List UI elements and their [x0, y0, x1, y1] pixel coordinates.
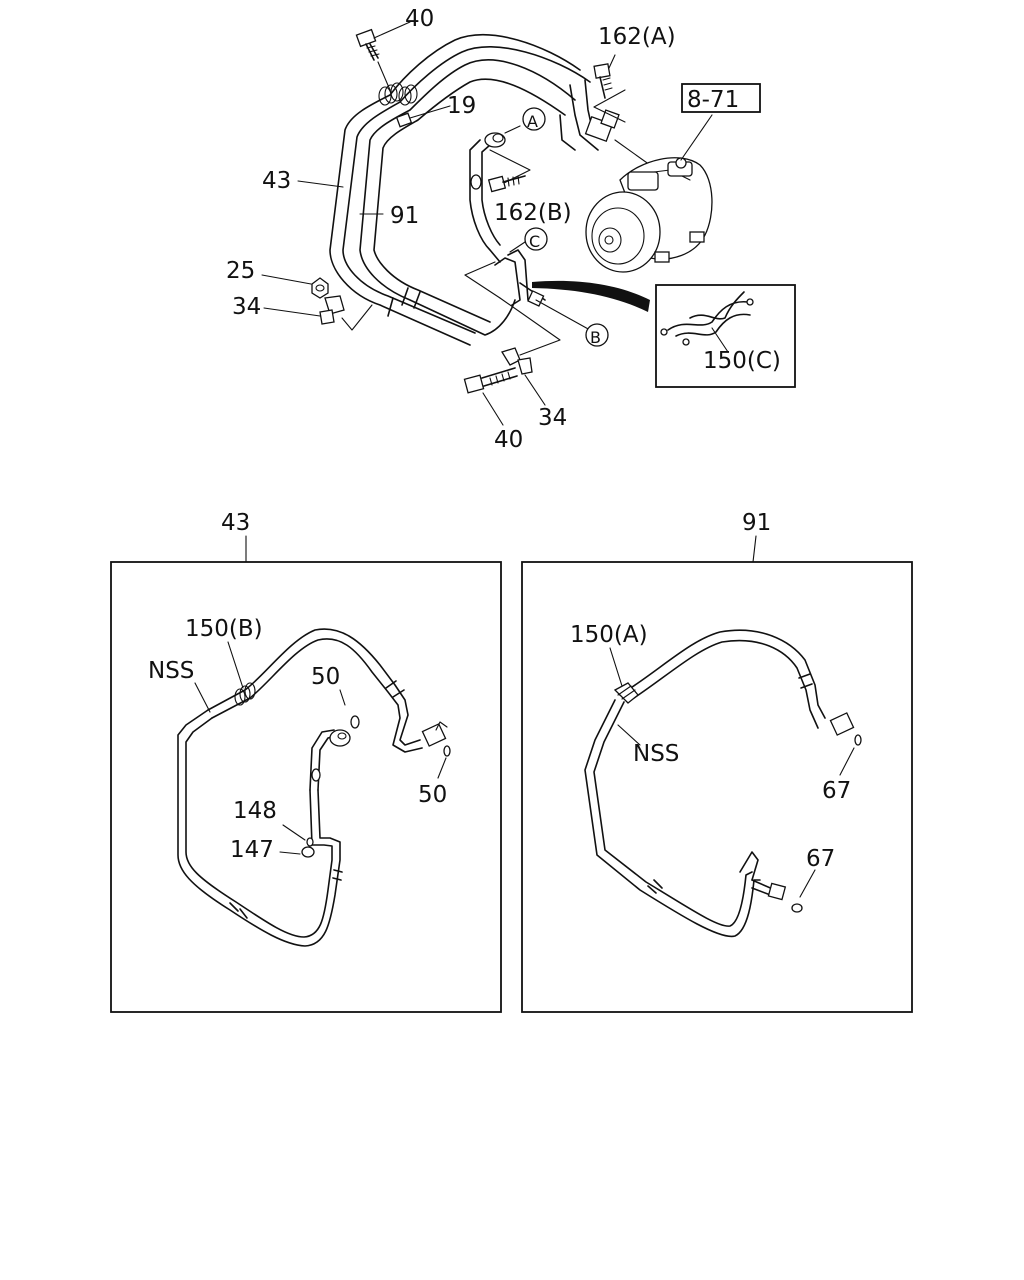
callout-67-top: 67 — [822, 778, 851, 804]
callout-162b: 162(B) — [494, 200, 572, 226]
callout-34-bottom: 34 — [538, 405, 567, 431]
nut-19 — [395, 105, 451, 128]
callout-19: 19 — [447, 93, 476, 119]
callout-148: 148 — [233, 798, 277, 824]
callout-25: 25 — [226, 258, 255, 284]
hose-43-line — [329, 34, 581, 346]
bolt-40-bottom — [463, 367, 518, 426]
marker-c — [509, 227, 548, 253]
callout-162a: 162(A) — [598, 24, 676, 50]
callout-34-left: 34 — [232, 294, 261, 320]
callout-50-right: 50 — [418, 782, 447, 808]
callout-91: 91 — [390, 203, 419, 229]
marker-a — [522, 107, 546, 131]
callout-50-top: 50 — [311, 664, 340, 690]
callout-nss-left: NSS — [148, 658, 194, 684]
callout-nss-right: NSS — [633, 741, 679, 767]
panel-43 — [110, 535, 502, 1013]
callout-40-bottom: 40 — [494, 427, 523, 453]
bolt-162a — [593, 54, 616, 99]
marker-b — [585, 323, 609, 347]
panel-91 — [521, 535, 913, 1013]
callout-150a: 150(A) — [570, 622, 648, 648]
marker-a-label: A — [527, 112, 538, 131]
callout-67-bottom: 67 — [806, 846, 835, 872]
inset-box-150c — [655, 284, 796, 388]
nut-25 — [261, 274, 329, 299]
hose-coil-connector — [378, 82, 418, 106]
marker-c-label: C — [529, 232, 540, 251]
clamp-c-assembly — [464, 249, 591, 356]
pipe-a-assembly — [469, 125, 531, 263]
compressor-pipes — [559, 79, 651, 166]
callout-150c: 150(C) — [703, 348, 781, 374]
clip-34-bottom — [501, 347, 546, 406]
top-assembly — [261, 21, 796, 426]
callout-40-top: 40 — [405, 6, 434, 32]
marker-b-label: B — [590, 328, 601, 347]
panel-91-title: 91 — [742, 510, 771, 536]
bolt-162b — [487, 175, 526, 193]
bolt-40-top — [355, 21, 411, 61]
o-ring-50 — [350, 715, 360, 729]
hose-91-line — [359, 59, 576, 336]
callout-147: 147 — [230, 837, 274, 863]
reference-box — [681, 83, 761, 113]
callout-43: 43 — [262, 168, 291, 194]
panel-43-title: 43 — [221, 510, 250, 536]
clip-34-left — [263, 295, 373, 331]
detail-arrow — [532, 280, 650, 312]
callout-150b: 150(B) — [185, 616, 263, 642]
inset-clip-150c — [660, 291, 754, 353]
callout-8-71: 8-71 — [687, 87, 739, 113]
compressor — [585, 114, 713, 273]
